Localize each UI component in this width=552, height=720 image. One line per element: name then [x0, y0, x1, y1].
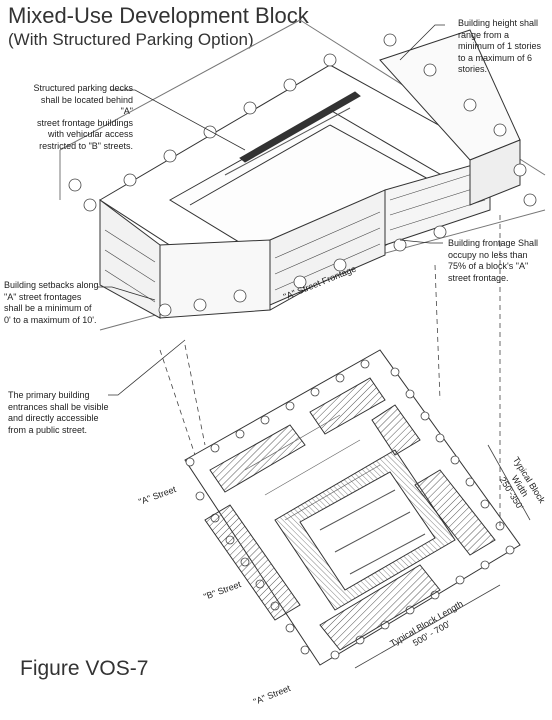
callout-frontage: Building frontage Shall occupy no less t… — [448, 238, 539, 283]
page-title: Mixed-Use Development Block — [8, 3, 309, 28]
page-subtitle: (With Structured Parking Option) — [8, 30, 254, 49]
projection-lines — [159, 215, 501, 530]
b-street-label: "B" Street — [202, 579, 242, 602]
dimension-lines — [354, 444, 531, 669]
leader-lines — [98, 24, 445, 396]
callout-height: Building height shall range from a minim… — [458, 18, 542, 74]
callout-setbacks: Building setbacks along "A" street front… — [4, 280, 99, 325]
figure-label: Figure VOS-7 — [20, 657, 149, 680]
block-width-label: Typical Block Width 250'-350' — [498, 455, 548, 512]
perspective-block — [59, 19, 546, 331]
a-street-bottom-label: "A" Street — [252, 683, 292, 707]
callout-entrances: The primary building entrances shall be … — [8, 390, 109, 435]
callout-parking: Structured parking decks shall be locate… — [33, 83, 133, 151]
a-street-left-label: "A" Street — [137, 484, 177, 507]
plan-block — [184, 349, 521, 666]
